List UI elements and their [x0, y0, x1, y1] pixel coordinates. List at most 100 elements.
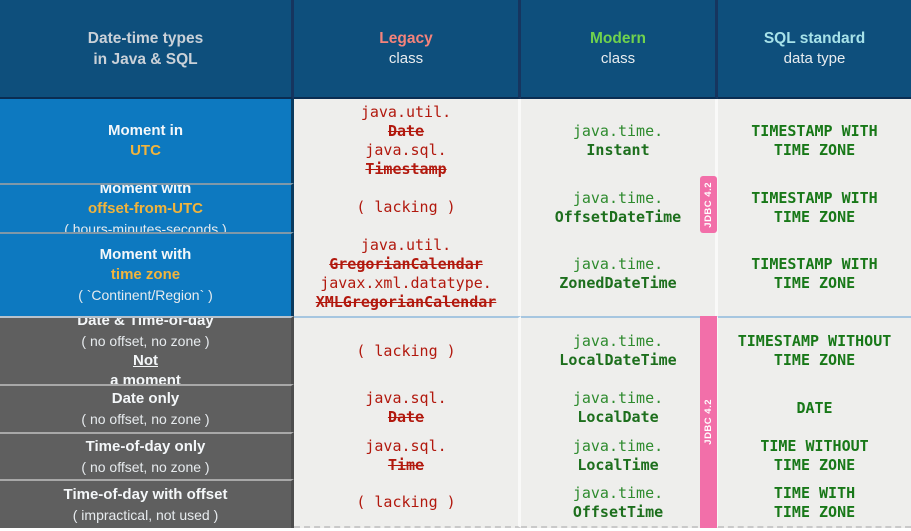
- jdbc-42-badge-label: JDBC 4.2: [703, 399, 714, 445]
- sql-type-line: TIMESTAMP WITH: [751, 188, 878, 207]
- sql-type-line: TIMESTAMP WITHOUT: [737, 332, 892, 350]
- header-sql-sub: data type: [783, 50, 846, 67]
- row-label-line: ( hours-minutes-seconds ): [64, 219, 227, 233]
- row-label-text: Moment with: [99, 246, 192, 263]
- row-label-line: Time-of-day only: [86, 437, 206, 457]
- modern-code-line: OffsetTime: [572, 502, 664, 521]
- modern-code-line: java.time.: [572, 255, 664, 273]
- modern-class-cell: java.time.Instant: [521, 99, 718, 183]
- row-label-line: ( no offset, no zone ): [81, 457, 209, 477]
- legacy-code-line: java.util.: [360, 236, 452, 254]
- row-label-text: offset-from-UTC: [88, 199, 203, 217]
- legacy-class-cell: ( lacking ): [294, 316, 521, 384]
- row-label-text: ( hours-minutes-seconds ): [64, 220, 227, 233]
- sql-type-line: TIME ZONE: [773, 351, 856, 369]
- header-modern-class: Modern class: [521, 0, 718, 99]
- modern-code-line: java.time.: [572, 389, 664, 407]
- row-label-line: Moment with offset-from-UTC: [88, 183, 203, 219]
- row-label-line: Moment in UTC: [108, 121, 183, 161]
- header-modern-sub: class: [600, 50, 636, 67]
- row-label-line: Time-of-day with offset: [64, 485, 228, 505]
- header-datetime-types: Date-time types in Java & SQL: [0, 0, 294, 99]
- legacy-code-line: javax.xml.datatype.: [320, 274, 492, 292]
- header-modern-label: Modern: [590, 30, 646, 47]
- jdbc-42-badge-label: JDBC 4.2: [703, 181, 714, 228]
- legacy-code-line: java.util.: [360, 103, 452, 121]
- row-label-cell: Time-of-day only ( no offset, no zone ): [0, 432, 294, 479]
- modern-class-cell: java.time.ZonedDateTime: [521, 232, 718, 316]
- row-label-cell: Moment in UTC: [0, 99, 294, 183]
- legacy-class-cell: java.sql.Date: [294, 384, 521, 432]
- legacy-code-line: ( lacking ): [356, 341, 456, 360]
- row-label-text: a moment: [110, 372, 181, 384]
- header-legacy-sub: class: [388, 50, 424, 67]
- header-title-line2: in Java & SQL: [93, 50, 198, 68]
- row-label-text: Moment with: [99, 183, 192, 197]
- row-label-line: Moment with time zone: [100, 245, 192, 285]
- row-label-text: ( `Continent/Region` ): [78, 287, 213, 303]
- row-label-line: ( `Continent/Region` ): [78, 285, 213, 305]
- jdbc-42-badge-offsetdatetime: JDBC 4.2: [700, 176, 717, 233]
- legacy-class-cell: java.sql.Time: [294, 432, 521, 479]
- legacy-class-cell: ( lacking ): [294, 183, 521, 232]
- sql-type-line: TIME WITH: [773, 483, 856, 502]
- modern-code-line: java.time.: [572, 188, 664, 207]
- header-legacy-label: Legacy: [379, 30, 433, 47]
- modern-code-line: Instant: [586, 141, 650, 159]
- header-title-line1: Date-time types: [87, 29, 204, 47]
- row-label-cell: Moment with time zone ( `Continent/Region…: [0, 232, 294, 316]
- row-label-line: ( impractical, not used ): [73, 505, 219, 525]
- header-legacy-class: Legacy class: [294, 0, 521, 99]
- row-label-cell: Date only ( no offset, no zone ): [0, 384, 294, 432]
- modern-class-cell: java.time.LocalDate: [521, 384, 718, 432]
- modern-code-line: java.time.: [572, 436, 664, 455]
- legacy-code-line: Date: [387, 408, 425, 426]
- row-label-text: UTC: [130, 142, 161, 159]
- row-label-line: Date & Time-of-day: [77, 316, 214, 331]
- modern-code-line: LocalDate: [577, 408, 659, 426]
- sql-type-line: TIME ZONE: [773, 207, 856, 226]
- sql-type-line: TIME WITHOUT: [760, 436, 869, 455]
- legacy-code-line: GregorianCalendar: [329, 255, 483, 273]
- legacy-code-line: ( lacking ): [356, 493, 456, 511]
- legacy-code-line: java.sql.: [365, 436, 447, 455]
- sql-type-cell: DATE: [718, 384, 911, 432]
- row-label-text: ( no offset, no zone ): [81, 411, 210, 427]
- modern-code-line: java.time.: [572, 122, 664, 140]
- modern-code-line: LocalDateTime: [559, 351, 677, 369]
- header-sql-standard: SQL standard data type: [718, 0, 911, 99]
- sql-type-line: TIME ZONE: [773, 455, 856, 474]
- row-label-text: ( no offset, no zone ): [81, 333, 210, 349]
- modern-code-line: java.time.: [572, 332, 664, 350]
- modern-class-cell: java.time.LocalTime: [521, 432, 718, 479]
- sql-type-line: TIMESTAMP WITH: [751, 122, 878, 140]
- sql-type-line: DATE: [796, 398, 833, 417]
- row-label-text: Date & Time-of-day: [77, 316, 214, 329]
- header-sql-label: SQL standard: [763, 30, 866, 47]
- row-label-cell: Date & Time-of-day ( no offset, no zone )…: [0, 316, 294, 384]
- modern-class-cell: java.time.OffsetTime: [521, 479, 718, 528]
- sql-type-line: TIME ZONE: [773, 274, 856, 292]
- sql-type-line: TIMESTAMP WITH: [751, 255, 878, 273]
- sql-type-line: TIME ZONE: [773, 502, 856, 521]
- legacy-code-line: Time: [387, 455, 425, 474]
- legacy-code-line: Date: [387, 122, 425, 140]
- row-label-text: Date only: [111, 390, 180, 407]
- row-label-text: ( no offset, no zone ): [81, 458, 210, 475]
- modern-code-line: LocalTime: [577, 455, 659, 474]
- row-label-text: Not: [132, 352, 158, 369]
- row-label-cell: Time-of-day with offset( impractical, no…: [0, 479, 294, 528]
- row-label-text: ( impractical, not used ): [72, 506, 219, 523]
- modern-class-cell: java.time.OffsetDateTime: [521, 183, 718, 232]
- row-label-text: Time-of-day only: [85, 437, 206, 455]
- modern-code-line: ZonedDateTime: [559, 274, 677, 292]
- row-label-line: ( no offset, no zone ): [81, 409, 209, 429]
